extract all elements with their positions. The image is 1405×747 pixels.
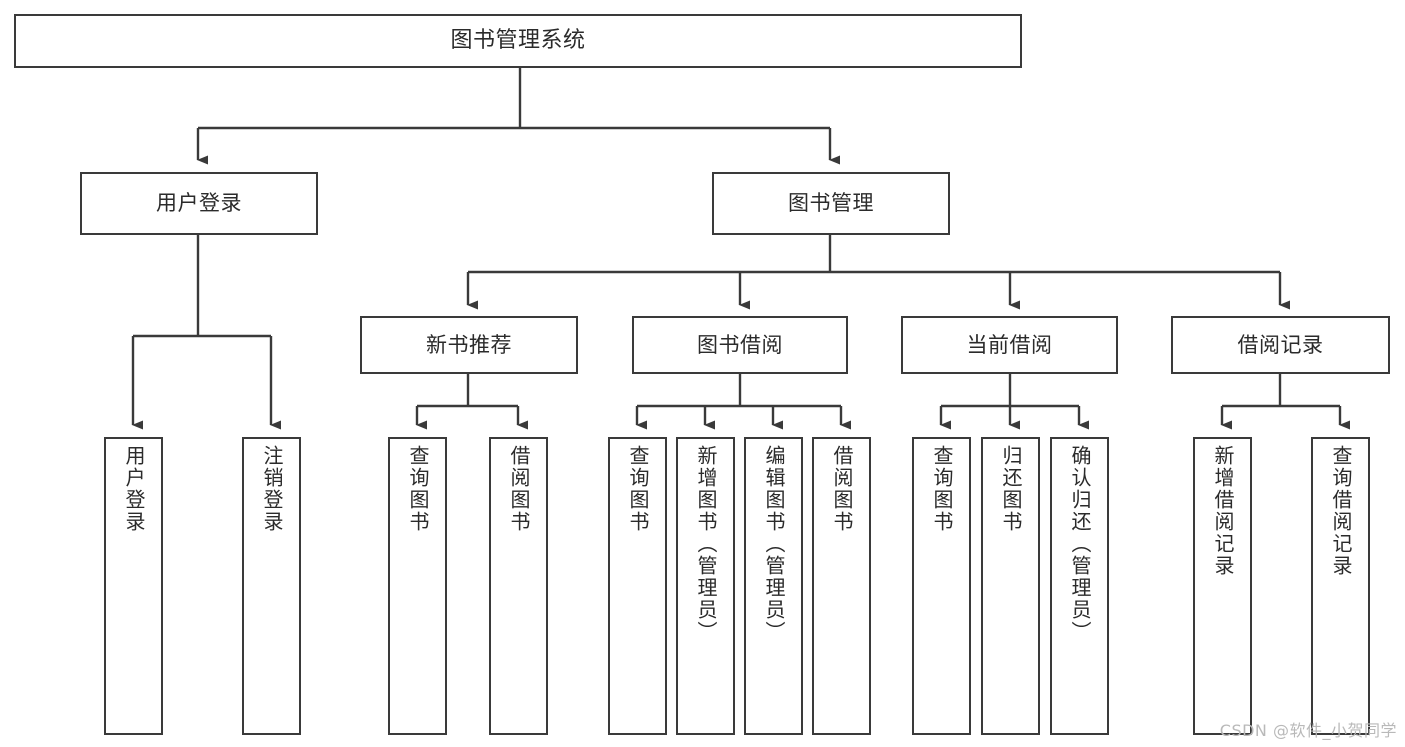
node-label: 新增图书（管理员）: [694, 445, 718, 643]
node-label: 编辑图书（管理员）: [762, 445, 786, 643]
node-label: 借阅图书: [830, 445, 854, 533]
node-label: 当前借阅: [966, 332, 1053, 357]
node-label: 借阅记录: [1237, 332, 1324, 357]
node-label: 查询图书: [930, 445, 954, 533]
leaf-borrow-record-0[interactable]: 新增借阅记录: [1193, 437, 1252, 735]
node-label: 注销登录: [260, 445, 284, 533]
leaf-book-borrow-1[interactable]: 新增图书（管理员）: [676, 437, 735, 735]
node-label: 图书管理: [788, 191, 874, 216]
node-label: 查询借阅记录: [1329, 445, 1353, 577]
node-label: 用户登录: [122, 445, 146, 533]
node-label: 归还图书: [999, 445, 1023, 533]
leaf-book-borrow-0[interactable]: 查询图书: [608, 437, 667, 735]
leaf-new-book-rec-0[interactable]: 查询图书: [388, 437, 447, 735]
node-label: 用户登录: [156, 191, 242, 216]
node-label: 查询图书: [406, 445, 430, 533]
leaf-book-borrow-3[interactable]: 借阅图书: [812, 437, 871, 735]
node-book-borrow[interactable]: 图书借阅: [632, 316, 848, 374]
leaf-user-login-0[interactable]: 用户登录: [104, 437, 163, 735]
node-current-borrow[interactable]: 当前借阅: [901, 316, 1118, 374]
leaf-book-borrow-2[interactable]: 编辑图书（管理员）: [744, 437, 803, 735]
node-label: 新增借阅记录: [1211, 445, 1235, 577]
node-user-login[interactable]: 用户登录: [80, 172, 318, 235]
leaf-current-borrow-2[interactable]: 确认归还（管理员）: [1050, 437, 1109, 735]
leaf-current-borrow-1[interactable]: 归还图书: [981, 437, 1040, 735]
csdn-watermark: CSDN @软件_小贺同学: [1219, 721, 1397, 740]
leaf-new-book-rec-1[interactable]: 借阅图书: [489, 437, 548, 735]
node-label: 确认归还（管理员）: [1068, 445, 1092, 643]
leaf-current-borrow-0[interactable]: 查询图书: [912, 437, 971, 735]
leaf-borrow-record-1[interactable]: 查询借阅记录: [1311, 437, 1370, 735]
node-root-system[interactable]: 图书管理系统: [14, 14, 1022, 68]
node-label: 借阅图书: [507, 445, 531, 533]
node-new-book-recommend[interactable]: 新书推荐: [360, 316, 578, 374]
node-label: 新书推荐: [426, 332, 512, 357]
node-borrow-record[interactable]: 借阅记录: [1171, 316, 1390, 374]
leaf-user-login-1[interactable]: 注销登录: [242, 437, 301, 735]
node-label: 查询图书: [626, 445, 650, 533]
node-label: 图书借阅: [697, 332, 783, 357]
node-label: 图书管理系统: [450, 28, 586, 54]
node-book-management[interactable]: 图书管理: [712, 172, 950, 235]
